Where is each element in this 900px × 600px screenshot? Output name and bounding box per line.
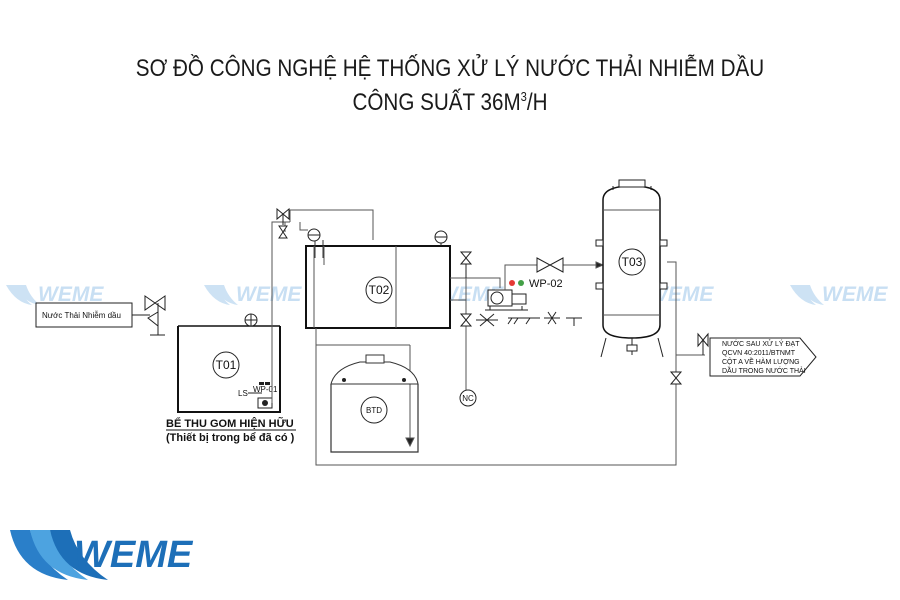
pump-wp02-icon (485, 289, 528, 311)
caption-line-1: BỂ THU GOM HIỆN HỮU (166, 417, 294, 430)
tank-t02-label: T02 (369, 283, 390, 297)
status-indicator-red (509, 280, 515, 286)
logo-text: WEME (74, 534, 194, 576)
tank-btd-label: BTD (366, 406, 382, 415)
nc-valve-icon (459, 389, 477, 407)
inlet-valve (144, 295, 166, 336)
tank-t03: T03 (595, 179, 668, 358)
diagram-subtitle: CÔNG SUẤT 36M3/H (63, 89, 837, 117)
pump-wp01-label: WP-01 (253, 385, 278, 394)
caption-line-2: (Thiết bị trong bể đã có ) (166, 432, 295, 444)
inlet-source: Nước Thải Nhiễm dầu (35, 302, 150, 328)
watermark-text: WEME (822, 283, 888, 306)
output-line: QCVN 40:2011/BTNMT (722, 350, 796, 357)
capacity-text: CÔNG SUẤT 36M (352, 89, 521, 116)
output-line: DẦU TRONG NƯỚC THẢI (722, 365, 806, 375)
output-line: NƯỚC SAU XỬ LÝ ĐẠT (722, 339, 800, 348)
tank-btd: BTD (330, 354, 419, 453)
outlet-destination: NƯỚC SAU XỬ LÝ ĐẠT QCVN 40:2011/BTNMT CỘ… (709, 337, 817, 377)
pump-wp01-icon (257, 397, 273, 409)
pipe-wp02-t03 (504, 261, 605, 290)
inlet-label: Nước Thải Nhiễm dầu (42, 311, 121, 320)
pump-wp02-label: WP-02 (529, 278, 563, 290)
tank-t01: T01 LS WP-01 (177, 313, 281, 413)
watermark-text: WEME (236, 283, 302, 306)
diagram-title: SƠ ĐỒ CÔNG NGHỆ HỆ THỐNG XỬ LÝ NƯỚC THẢI… (135, 55, 765, 82)
tank-t02: T02 (305, 228, 451, 329)
status-indicator-green (518, 280, 524, 286)
watermark-2: WEME (204, 283, 302, 306)
control-valve-icon (536, 257, 564, 273)
outlet-valve-icon (669, 332, 709, 385)
drain-valve-icon (459, 251, 473, 327)
pipe-t03-outlet (315, 261, 705, 466)
watermark-5: WEME (790, 283, 888, 306)
watermark-text: WEME (38, 283, 104, 306)
level-switch-label: LS (238, 389, 248, 398)
watermark-1: WEME (6, 283, 104, 306)
weme-logo: WEME (10, 530, 194, 580)
capacity-superscript: 3 (520, 89, 527, 104)
capacity-unit: /H (526, 89, 548, 116)
air-valve-icon (276, 207, 290, 239)
output-line: CỘT A VỀ HÀM LƯỢNG (722, 356, 800, 366)
tank-t01-label: T01 (216, 358, 237, 372)
tank-t03-label: T03 (622, 255, 643, 269)
nc-label: NC (462, 394, 474, 403)
pipe-t02-wp02 (450, 277, 501, 390)
ground-symbols (476, 311, 582, 327)
